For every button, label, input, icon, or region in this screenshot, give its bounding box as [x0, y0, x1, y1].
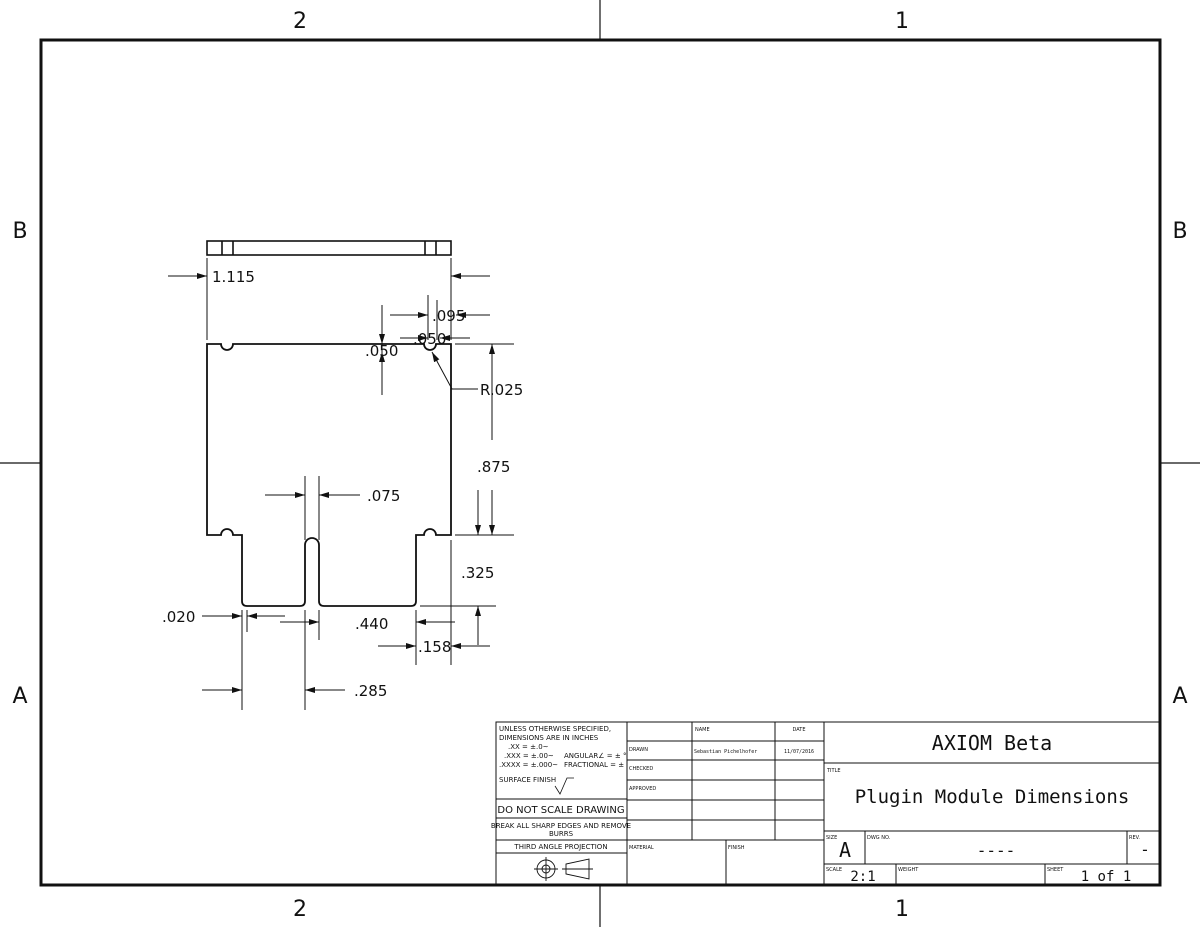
dim-leg-inset: .020 [162, 608, 195, 626]
third-angle-projection-icon [534, 857, 593, 881]
zone-label-left-a: A [12, 684, 27, 709]
col-name-header: NAME [695, 727, 710, 733]
extension-lines [206, 258, 514, 710]
rev-value: - [1140, 840, 1150, 859]
size-label: SIZE [826, 835, 837, 841]
dim-center-slot-width: .075 [367, 487, 400, 505]
dim-leg-height: .325 [461, 564, 494, 582]
surface-finish-label: SURFACE FINISH [499, 776, 556, 784]
surface-finish-icon [554, 777, 574, 795]
scale-label: SCALE [826, 867, 842, 873]
dim-leg-offset: .158 [418, 638, 451, 656]
projection-label: THIRD ANGLE PROJECTION [513, 843, 607, 851]
dimension-arrows [168, 273, 495, 693]
do-not-scale-note: DO NOT SCALE DRAWING [497, 805, 624, 816]
row-approved-label: APPROVED [629, 786, 656, 792]
module-outline [206, 343, 452, 607]
tolerance-xxxx: .XXXX = ±.000~ [499, 761, 558, 769]
col-date-header: DATE [792, 727, 805, 733]
tolerance-angular: ANGULAR∠ = ± ° [564, 752, 626, 760]
company-name: AXIOM Beta [932, 731, 1052, 755]
zone-label-bottom-2: 2 [293, 897, 307, 922]
dim-overall-width: 1.115 [212, 268, 255, 286]
size-value: A [839, 838, 851, 862]
dim-radius: R.025 [480, 381, 523, 399]
sheet-label: SHEET [1047, 867, 1064, 873]
zone-label-bottom-1: 1 [895, 897, 909, 922]
zone-label-top-2: 2 [293, 9, 307, 34]
dim-notch-offset: .050 [413, 330, 446, 348]
rev-label: REV. [1129, 835, 1140, 841]
zone-label-right-a: A [1172, 684, 1187, 709]
break-edges-note-1: BREAK ALL SHARP EDGES AND REMOVE [491, 822, 631, 830]
zone-label-top-1: 1 [895, 9, 909, 34]
material-label: MATERIAL [629, 845, 654, 851]
dim-slot-position: .285 [354, 682, 387, 700]
scale-value: 2:1 [850, 869, 875, 885]
sheet-value: 1 of 1 [1081, 869, 1132, 885]
drawn-by-name: Sebastian Pichelhofer [694, 749, 757, 755]
row-drawn-label: DRAWN [629, 747, 648, 753]
zone-label-left-b: B [12, 219, 27, 244]
tolerance-fractional: FRACTIONAL = ± [564, 761, 624, 769]
finish-label: FINISH [728, 845, 745, 851]
tolerance-xx: .XX = ±.0~ [508, 743, 549, 751]
dim-leg-width: .440 [355, 615, 388, 633]
row-checked-label: CHECKED [629, 766, 653, 772]
zone-label-right-b: B [1172, 219, 1187, 244]
drawing-title: Plugin Module Dimensions [855, 786, 1130, 808]
dim-slot-width: .095 [432, 307, 465, 325]
dwg-no-value: ---- [977, 841, 1016, 860]
tolerance-note-line2: DIMENSIONS ARE IN INCHES [499, 734, 599, 742]
drawn-date: 11/07/2016 [784, 749, 814, 755]
top-view-outline [206, 240, 452, 256]
dim-notch-depth: .050 [365, 342, 398, 360]
tolerance-xxx: .XXX = ±.00~ [504, 752, 554, 760]
dim-body-height: .875 [477, 458, 510, 476]
break-edges-note-2: BURRS [549, 830, 574, 838]
weight-label: WEIGHT [898, 867, 919, 873]
title-block: UNLESS OTHERWISE SPECIFIED, DIMENSIONS A… [491, 721, 1161, 886]
dwg-no-label: DWG NO. [867, 835, 891, 841]
title-label: TITLE [826, 768, 841, 774]
tolerance-note-line1: UNLESS OTHERWISE SPECIFIED, [499, 725, 611, 733]
